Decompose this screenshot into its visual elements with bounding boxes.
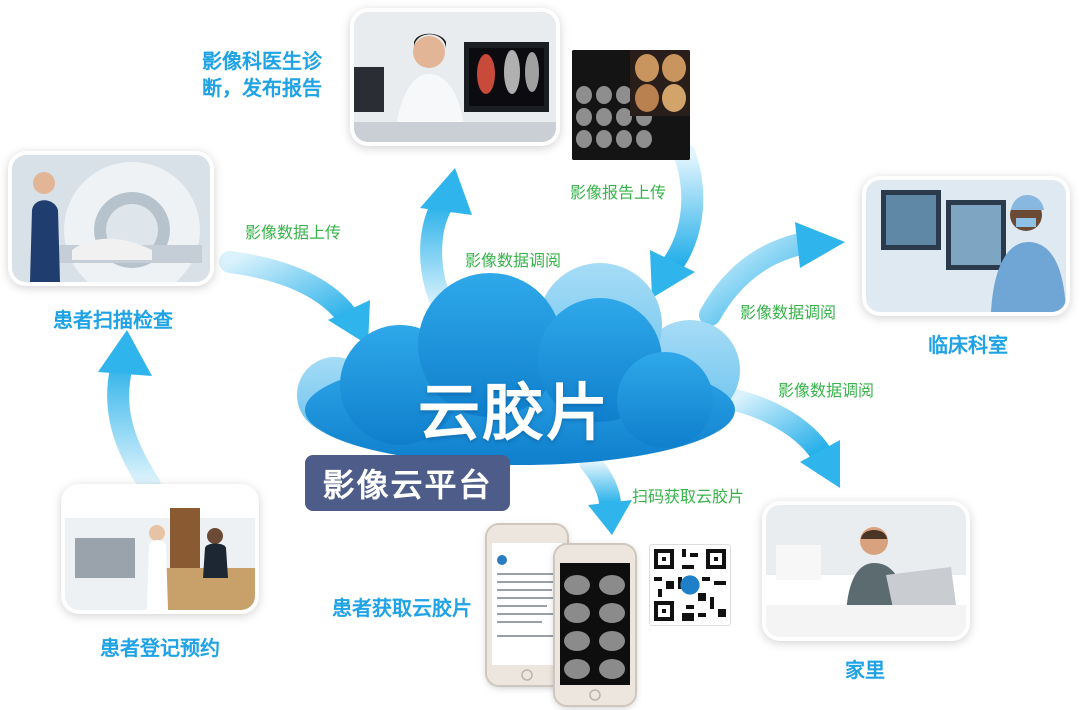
platform-badge: 影像云平台: [305, 455, 510, 511]
radiologist-photo: [354, 12, 556, 142]
cloud-shape: [297, 263, 740, 465]
flow-view-data-2-label: 影像数据调阅: [740, 303, 837, 322]
phone-ct-viewer: [555, 545, 635, 705]
arrow-register-to-scan: [98, 330, 161, 496]
cloud-title: 云胶片: [418, 376, 611, 449]
node-home-label: 家里: [845, 658, 885, 682]
flow-upload-data-label: 影像数据上传: [245, 223, 342, 242]
home-photo: [766, 505, 966, 637]
flow-view-data-1-label: 影像数据调阅: [465, 251, 562, 270]
qr-code[interactable]: [650, 545, 730, 625]
node-clinical-label: 临床科室: [928, 333, 1008, 357]
node-scan-label: 患者扫描检查: [53, 308, 173, 332]
arrow-scan-to-cloud: [219, 251, 370, 345]
flow-scan-qr-label: 扫码获取云胶片: [632, 487, 745, 506]
arrow-report-to-cloud: [650, 144, 704, 298]
arrow-cloud-to-home: [724, 389, 840, 488]
flow-view-data-3-label: 影像数据调阅: [778, 381, 875, 400]
node-radiologist-label: 影像科医生诊 断，发布报告: [202, 49, 322, 100]
node-register-label: 患者登记预约: [100, 636, 220, 660]
scan-photo: [12, 155, 210, 282]
arrow-cloud-to-phones: [579, 451, 632, 535]
arrow-cloud-to-clinical: [699, 222, 845, 326]
clinical-photo: [866, 180, 1066, 312]
ct-scan-images: [572, 50, 690, 160]
flow-report-upload-label: 影像报告上传: [570, 183, 667, 202]
node-patient-get-label: 患者获取云胶片: [332, 596, 472, 620]
phone-report: [487, 525, 567, 685]
register-photo: [65, 488, 255, 610]
